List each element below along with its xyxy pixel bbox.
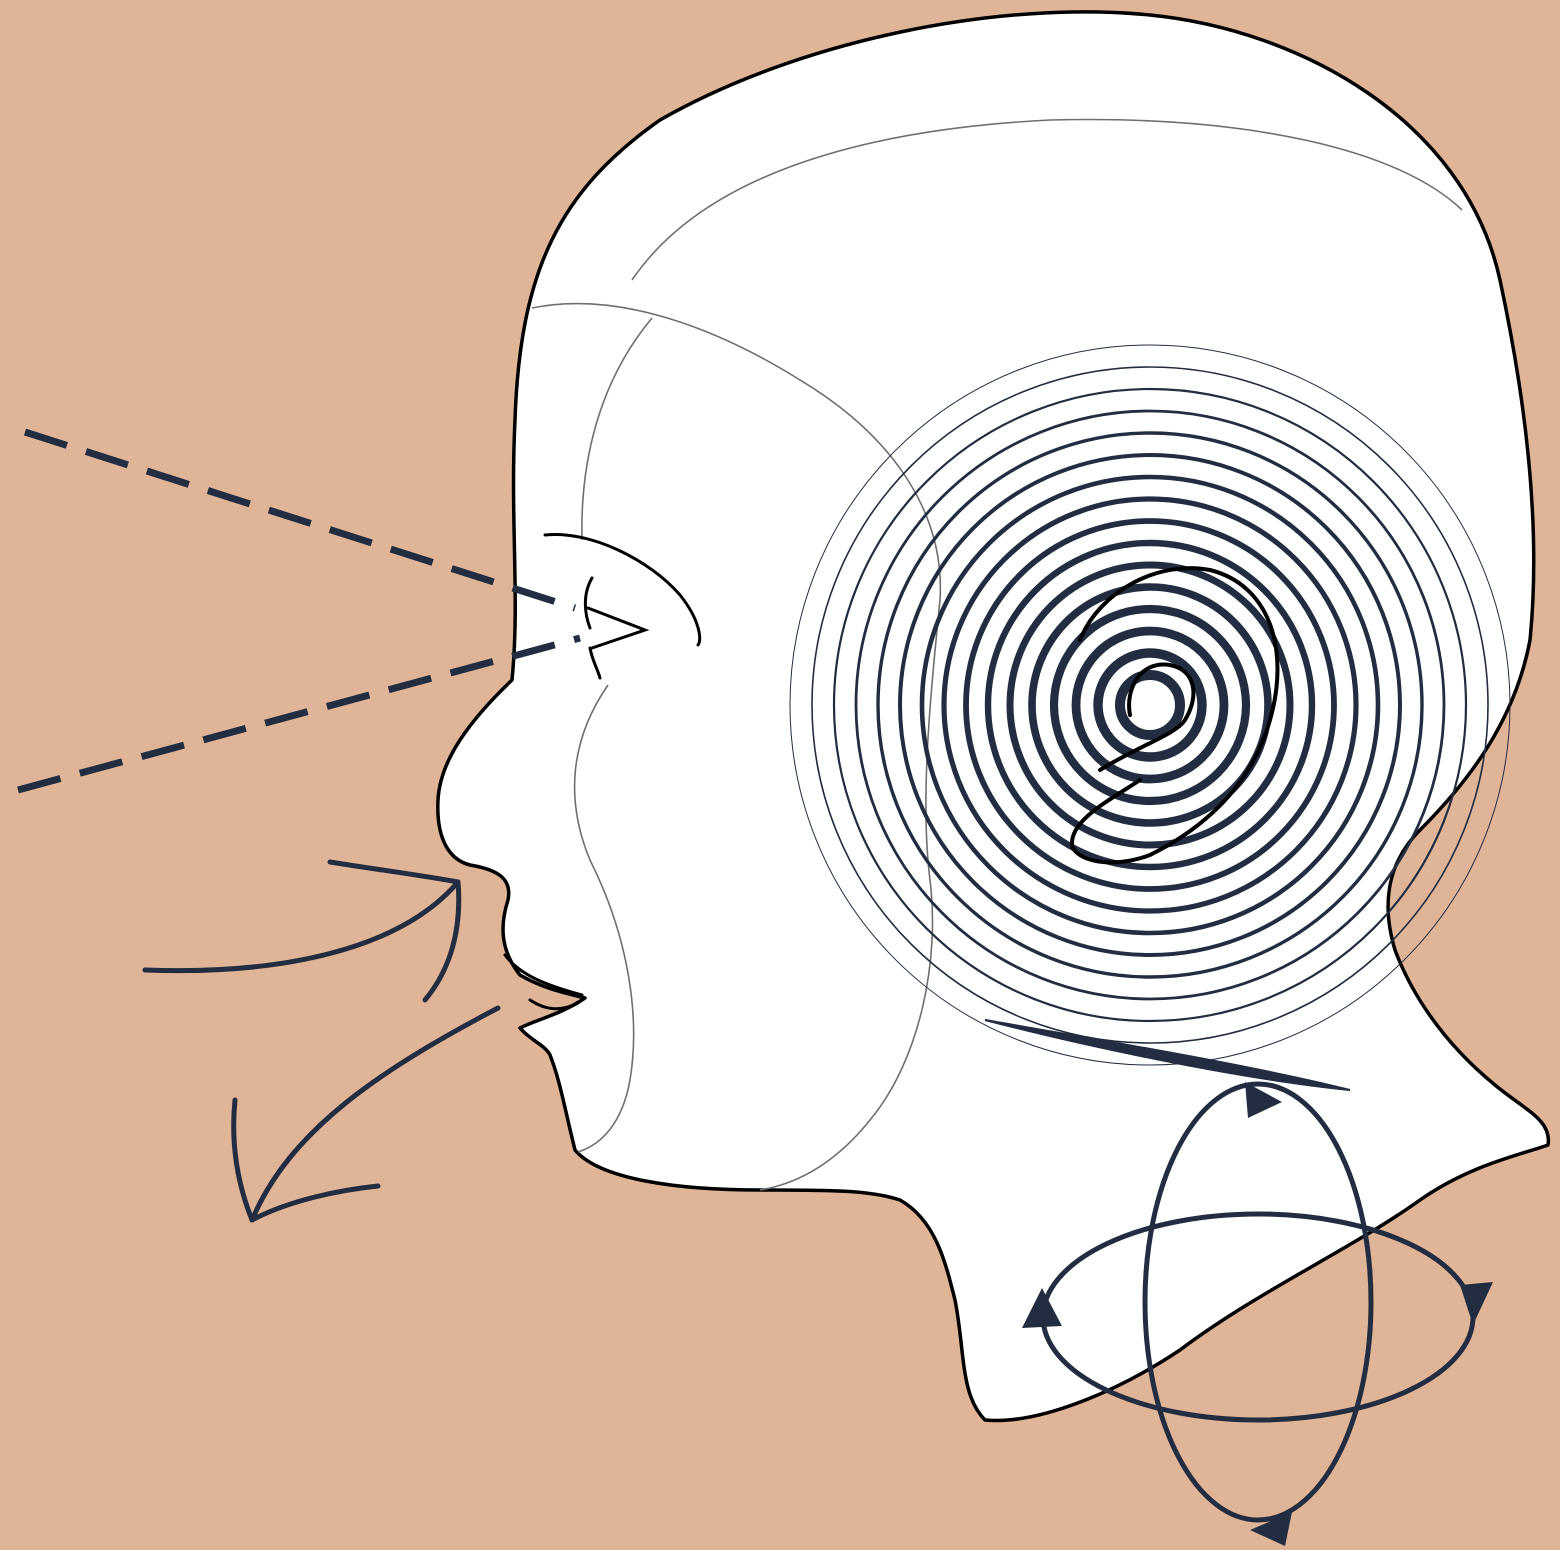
head-profile-diagram: [0, 0, 1560, 1550]
senses-illustration: [0, 0, 1560, 1550]
